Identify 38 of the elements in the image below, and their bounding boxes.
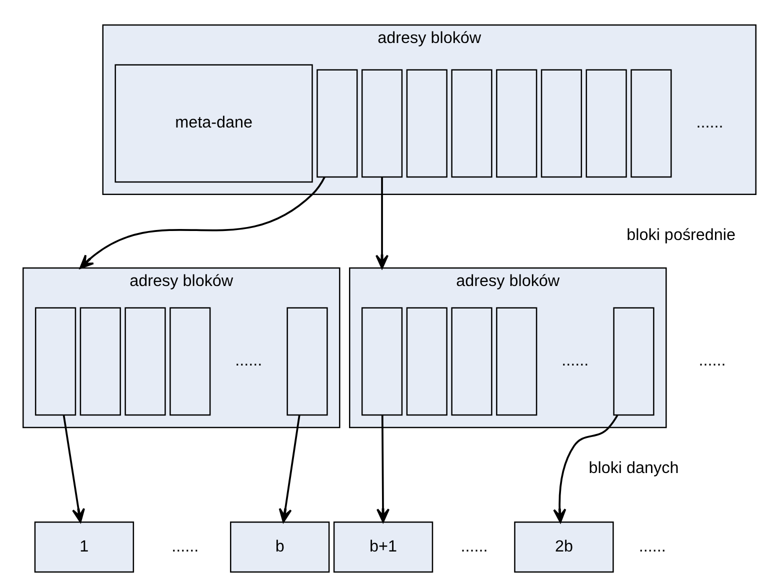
node-box <box>451 68 492 178</box>
node-box: 1 <box>34 521 134 572</box>
arrow <box>375 177 389 268</box>
node-box <box>286 306 328 416</box>
arrow <box>80 176 326 268</box>
node-box <box>496 306 538 416</box>
label: bloki danych <box>588 458 679 476</box>
node-box <box>80 306 121 416</box>
arrow <box>278 414 300 522</box>
label: ...... <box>562 351 589 370</box>
node-box <box>361 306 403 416</box>
node-box <box>451 306 492 416</box>
node-box <box>630 68 672 178</box>
arrow <box>553 414 618 522</box>
node-box <box>124 306 166 416</box>
label: ...... <box>460 536 488 555</box>
label: ...... <box>698 351 726 370</box>
arrow <box>376 414 390 522</box>
node-box <box>361 68 403 178</box>
node-box <box>406 68 448 178</box>
node-box <box>406 306 448 416</box>
label: ...... <box>235 351 262 370</box>
arrow <box>62 414 85 522</box>
node-box: b <box>230 521 330 572</box>
label: ...... <box>638 536 666 555</box>
node-box <box>170 306 211 416</box>
node-box: meta-dane <box>114 64 313 182</box>
node-box <box>316 68 358 178</box>
node-box <box>586 68 627 178</box>
node-box <box>34 306 76 416</box>
label: ...... <box>172 536 199 555</box>
node-box: 2b <box>514 521 614 572</box>
label: bloki pośrednie <box>626 225 736 244</box>
node-box <box>496 68 538 178</box>
node-box <box>540 68 582 178</box>
label: ...... <box>696 113 724 132</box>
node-box: b+1 <box>333 521 434 572</box>
node-box <box>613 306 654 416</box>
